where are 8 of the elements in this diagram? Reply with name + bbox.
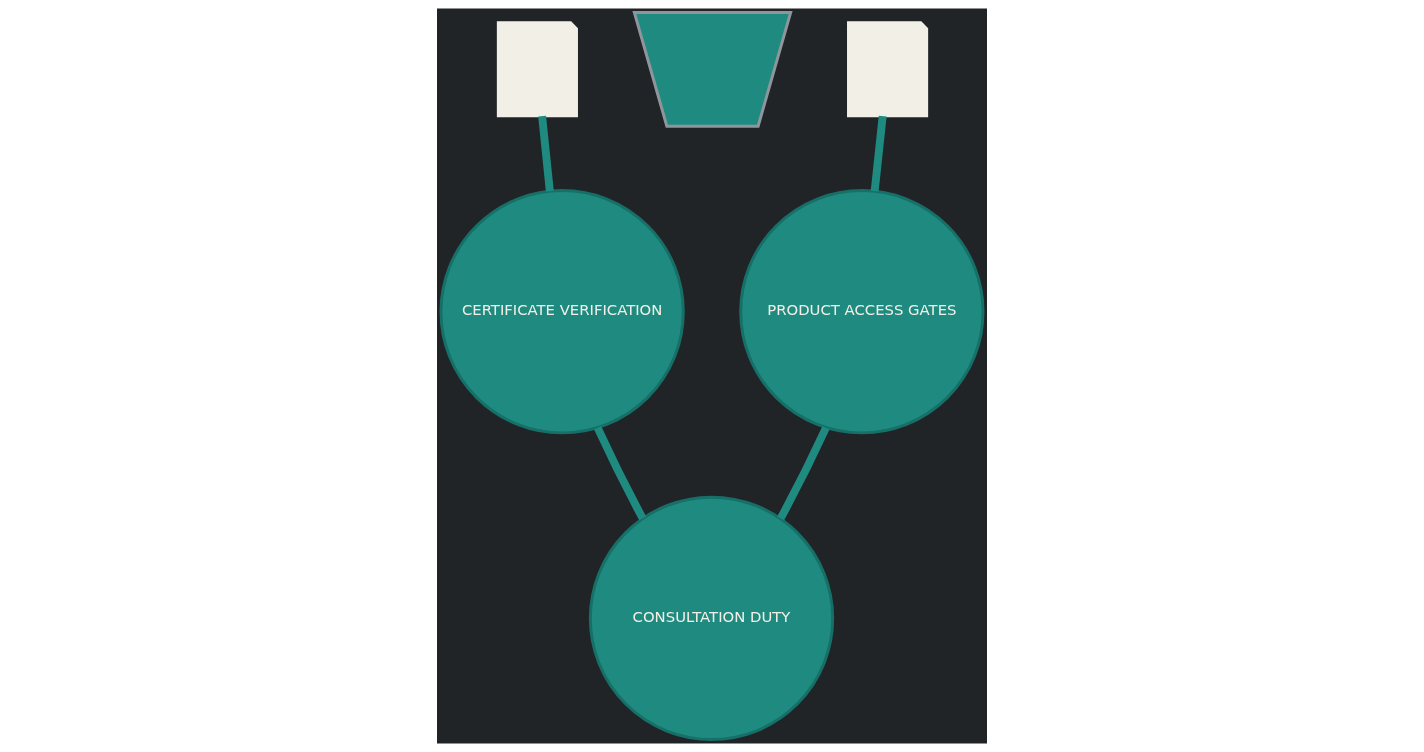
connector [777, 426, 830, 521]
node-circle: CERTIFICATE VERIFICATION [439, 189, 685, 435]
node-scales [632, 11, 793, 128]
node-circle: PRODUCT ACCESS GATES [739, 189, 985, 435]
connector [594, 426, 647, 521]
node-circle: CONSULTATION DUTY [588, 495, 835, 741]
connector [538, 115, 554, 192]
connector [870, 115, 887, 192]
